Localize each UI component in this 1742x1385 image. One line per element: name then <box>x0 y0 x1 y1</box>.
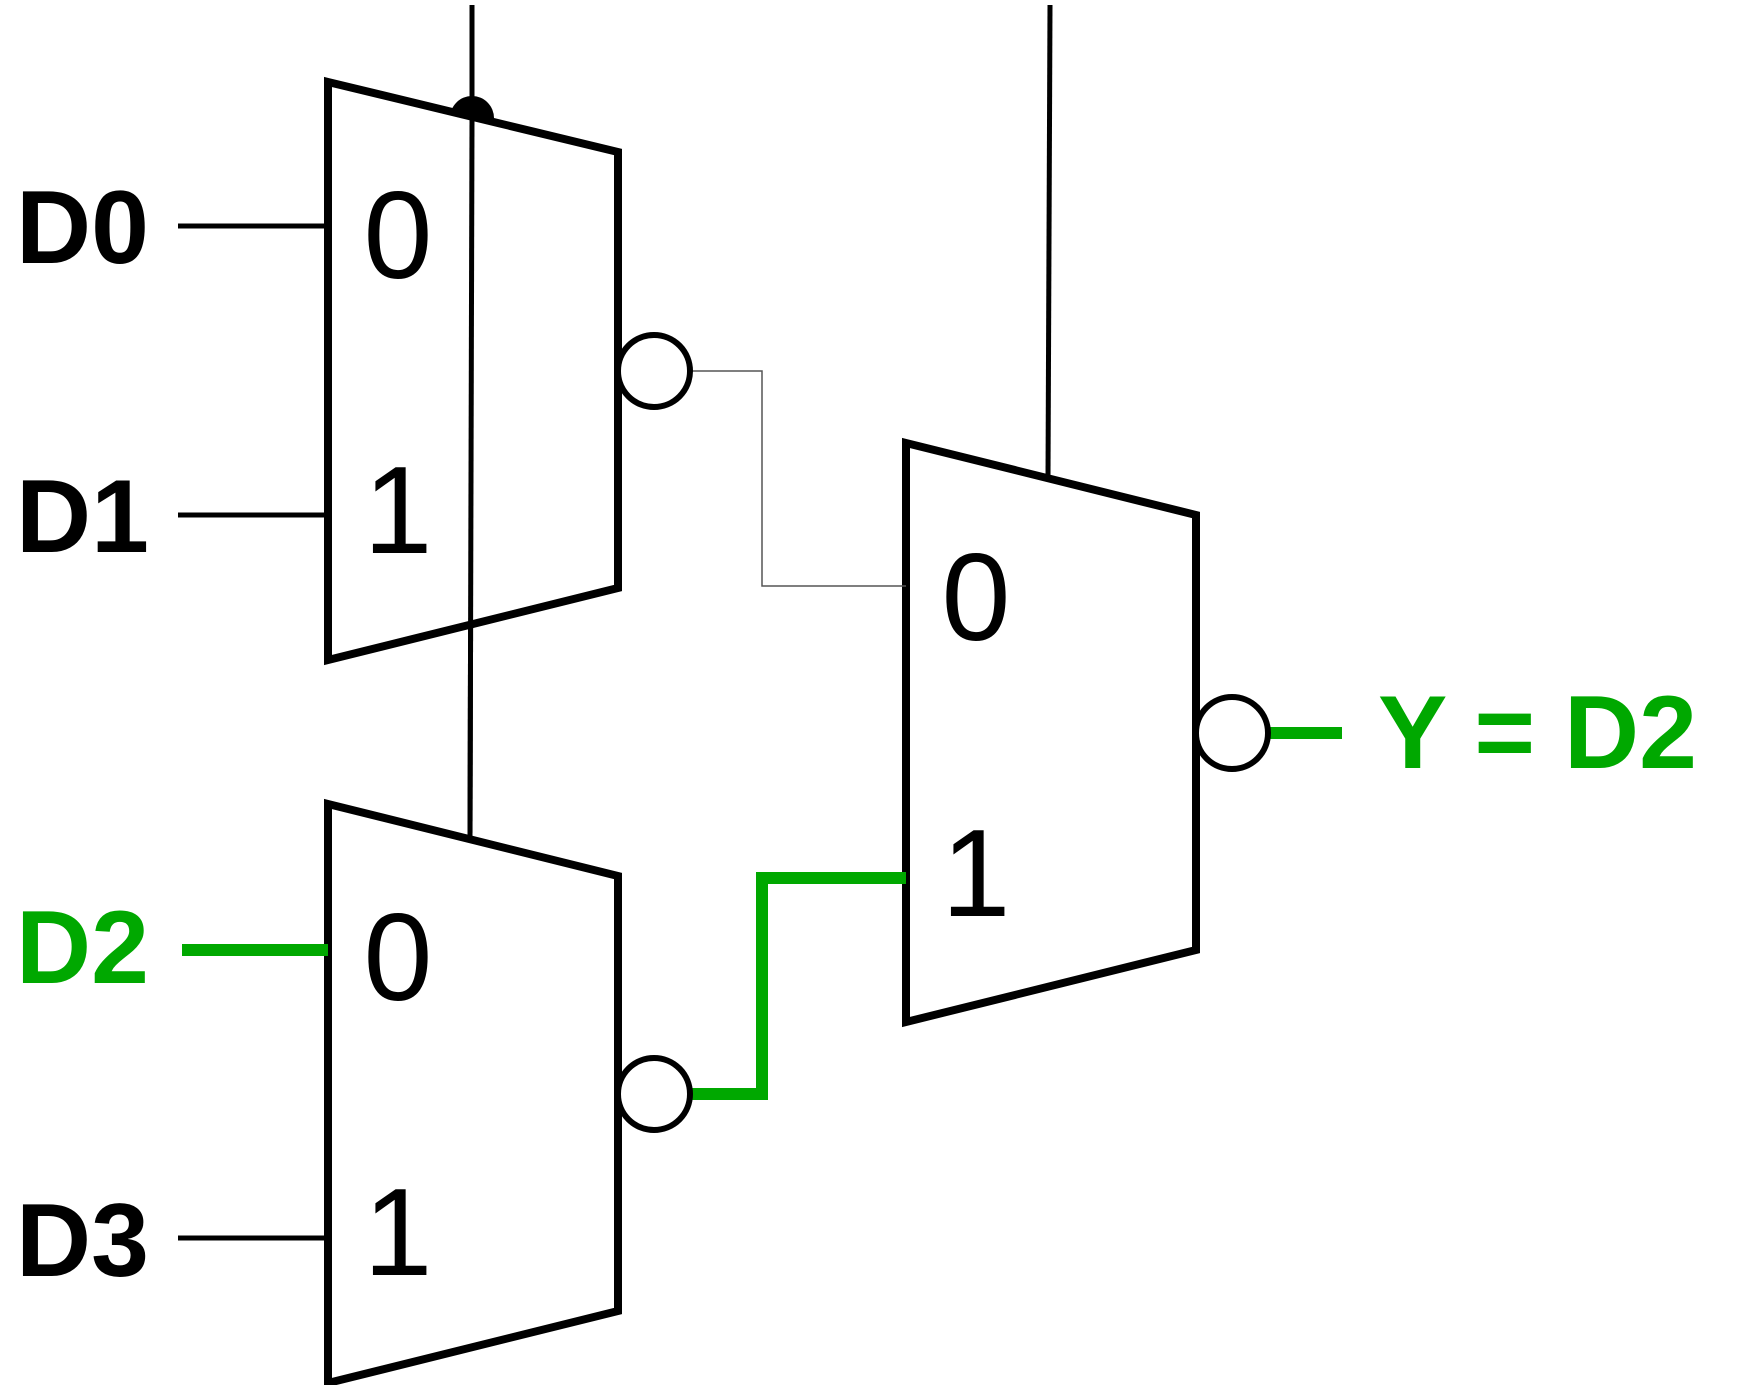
wire-mux-top-to-output <box>686 370 906 587</box>
input-label-d3: D3 <box>16 1183 149 1299</box>
output-label: Y = D2 <box>1378 675 1697 791</box>
input-label-d2: D2 <box>16 890 149 1006</box>
mux-bottom-output-bubble <box>615 1055 693 1133</box>
mux-bottom <box>324 798 622 1385</box>
mux-output-port-1: 1 <box>942 805 1011 943</box>
mux-bottom-port-0: 0 <box>364 889 433 1027</box>
input-label-d0: D0 <box>16 170 149 286</box>
mux-output-output-bubble <box>1193 694 1271 772</box>
select-line-s1 <box>1045 4 1053 479</box>
mux-bottom-port-1: 1 <box>364 1164 433 1302</box>
select-line-s0-overlay <box>467 119 475 839</box>
wire-mux-bottom-to-output <box>686 872 906 1100</box>
mux-top-output-bubble <box>615 332 693 410</box>
mux-top-port-0: 0 <box>364 167 433 305</box>
mux-output <box>902 437 1200 1028</box>
mux-output-port-0: 0 <box>942 529 1011 667</box>
input-label-d1: D1 <box>16 459 149 575</box>
mux-top-port-1: 1 <box>364 442 433 580</box>
